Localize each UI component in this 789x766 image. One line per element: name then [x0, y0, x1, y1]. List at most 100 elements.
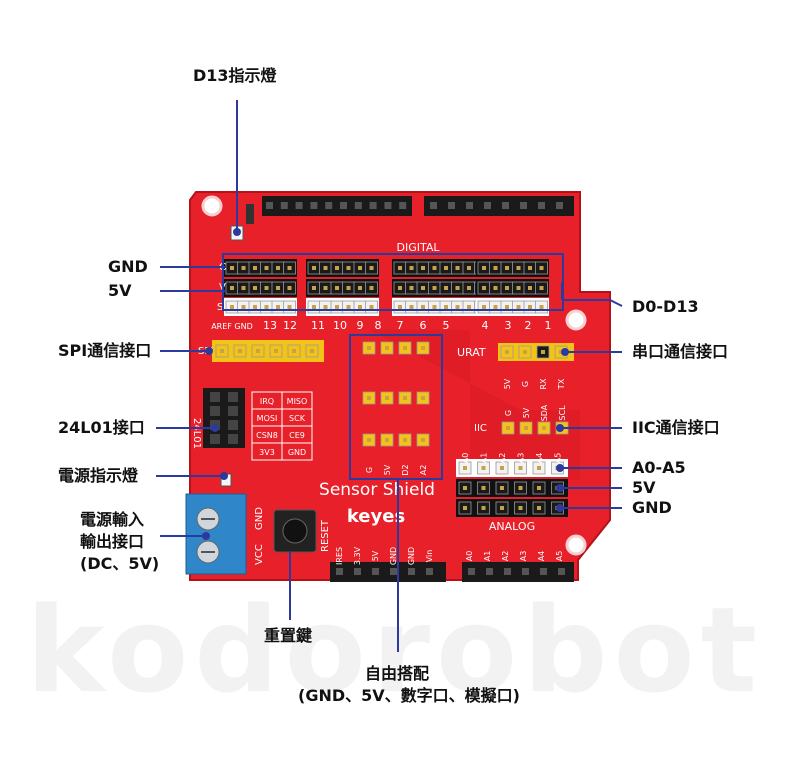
- power-header: [330, 562, 446, 582]
- urat-pin-label: G: [521, 381, 530, 387]
- digital-number: 8: [375, 319, 382, 332]
- nrf-pin-label: IRQ: [260, 397, 274, 406]
- digital-number: 12: [283, 319, 297, 332]
- digital-number: 1: [545, 319, 552, 332]
- spi-pins: [212, 340, 324, 362]
- power-pin-label: 5V: [371, 550, 380, 561]
- board-subtitle: keyes: [347, 506, 405, 527]
- analog-header-label: A1: [483, 551, 492, 562]
- vcc-silk: VCC: [254, 544, 265, 565]
- analog-row-label: A0: [461, 453, 470, 464]
- reset-silk: RESET: [320, 519, 331, 552]
- nrf-socket: [203, 388, 245, 448]
- label-d0-d13: D0-D13: [632, 297, 699, 316]
- urat-pin-label: 5V: [503, 378, 512, 389]
- power-pin-label: 3.3V: [353, 546, 362, 565]
- power-pin-label: GND: [407, 547, 416, 565]
- label-power-led: 電源指示燈: [58, 466, 139, 485]
- digital-number: 4: [482, 319, 489, 332]
- digital-number: 6: [420, 319, 427, 332]
- analog-row-label: A1: [480, 453, 489, 464]
- analog-row-label: A3: [517, 453, 526, 464]
- nrf-hole: [228, 406, 238, 416]
- nrf-silk: 24L01: [191, 418, 202, 449]
- free-pin-label: 5V: [383, 464, 392, 475]
- power-led: [220, 473, 232, 487]
- nrf-pin-label: CE9: [289, 431, 305, 440]
- digital-number: 11: [311, 319, 325, 332]
- digital-number: AREF GND: [211, 322, 253, 331]
- digital-silk: DIGITAL: [396, 241, 440, 254]
- s-row-silk: S: [217, 302, 223, 313]
- urat-pin-label: RX: [539, 378, 548, 390]
- label-power-io-3: (DC、5V): [80, 554, 160, 573]
- digital-number: 7: [397, 319, 404, 332]
- analog-header-label: A5: [555, 551, 564, 562]
- spi-silk: SPI: [198, 346, 213, 357]
- nrf-hole: [210, 406, 220, 416]
- nrf-hole: [210, 434, 220, 444]
- digital-number: 9: [357, 319, 364, 332]
- label-nrf: 24L01接口: [58, 418, 145, 437]
- label-d13-led: D13指示燈: [193, 66, 277, 85]
- nrf-hole: [210, 420, 220, 430]
- nrf-hole: [210, 392, 220, 402]
- label-serial: 串口通信接口: [632, 342, 729, 361]
- label-free-2: (GND、5V、數字口、模擬口): [298, 686, 520, 705]
- nrf-hole: [228, 392, 238, 402]
- iic-pin-label: SDA: [540, 404, 549, 421]
- digital-number: 0: [0, 319, 4, 332]
- watermark: kodorobot: [25, 581, 764, 719]
- nrf-hole: [228, 434, 238, 444]
- label-reset-key: 重置鍵: [264, 626, 313, 645]
- nrf-pin-label: 3V3: [259, 448, 275, 457]
- nrf-hole: [228, 420, 238, 430]
- analog-header-label: A4: [537, 551, 546, 562]
- d13-led: [230, 225, 244, 241]
- label-free-1: 自由搭配: [365, 664, 430, 683]
- analog-row-label: A2: [498, 453, 507, 464]
- mounting-hole: [201, 195, 223, 217]
- iic-pin-label: 5V: [522, 407, 531, 418]
- digital-number: 13: [263, 319, 277, 332]
- iic-pin-label: G: [504, 410, 513, 416]
- nrf-pin-label: MOSI: [257, 414, 278, 423]
- label-gnd-top: GND: [108, 257, 148, 276]
- label-iic: IIC通信接口: [632, 418, 720, 437]
- digital-number: 3: [505, 319, 512, 332]
- free-pin-label: A2: [419, 465, 428, 476]
- power-pin-label: Vin: [425, 550, 434, 563]
- nrf-pin-label: SCK: [289, 414, 306, 423]
- top-header-holes: [266, 202, 563, 209]
- label-spi: SPI通信接口: [58, 341, 152, 360]
- nrf-pin-label: MISO: [287, 397, 308, 406]
- urat-pin-label: TX: [557, 378, 566, 390]
- digital-number: 2: [525, 319, 532, 332]
- free-pin-label: D2: [401, 464, 410, 475]
- label-gnd-right: GND: [632, 498, 672, 517]
- label-5v-top: 5V: [108, 281, 132, 300]
- free-pin-label: G: [365, 467, 374, 473]
- analog-header-label: A0: [465, 551, 474, 562]
- v-row-silk: V: [219, 282, 226, 293]
- digital-number: 5: [443, 319, 450, 332]
- mounting-hole: [565, 309, 587, 331]
- iic-pin-label: SCL: [558, 405, 567, 421]
- urat-silk: URAT: [457, 346, 486, 359]
- power-pin-label: IRES: [335, 547, 344, 565]
- analog-silk: ANALOG: [489, 520, 535, 533]
- mounting-hole: [565, 534, 587, 556]
- digital-number-labels: AREF GND131211109876543210: [0, 319, 552, 332]
- nrf-pin-label: CSN8: [256, 431, 278, 440]
- digital-number: 10: [333, 319, 347, 332]
- analog-header: [462, 562, 574, 582]
- label-power-io-1: 電源輸入: [80, 510, 145, 529]
- g-row-silk: G: [219, 262, 227, 273]
- analog-header-label: A3: [519, 551, 528, 562]
- analog-row-label: A5: [554, 453, 563, 464]
